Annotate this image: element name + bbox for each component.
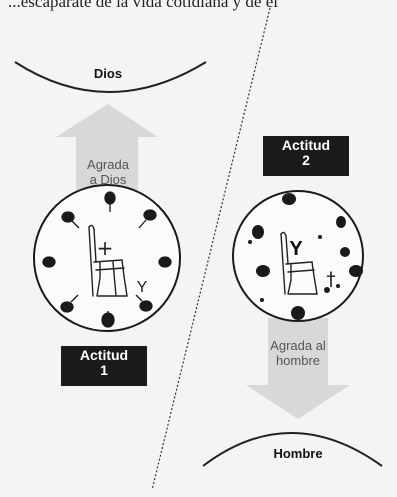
up-arrow-text: Agrada a Dios (66, 157, 150, 187)
down-arrow (246, 318, 350, 419)
down-arrow-text-line-2: hombre (256, 353, 340, 368)
up-arrow-text-line-2: a Dios (66, 172, 150, 187)
right-cross-symbol: † (321, 268, 341, 290)
dios-label: Dios (78, 66, 138, 81)
actitud-2-badge: Actitud 2 (263, 136, 349, 176)
hombre-label: Hombre (262, 446, 334, 461)
actitud-1-badge-number: 1 (61, 363, 147, 378)
actitud-2-badge-line-1: Actitud (263, 138, 349, 153)
down-arrow-text: Agrada al hombre (256, 338, 340, 368)
down-arrow-text-line-1: Agrada al (256, 338, 340, 353)
actitud-1-badge-line-1: Actitud (61, 348, 147, 363)
actitud-2-badge-number: 2 (263, 153, 349, 168)
actitud-1-badge: Actitud 1 (61, 346, 147, 386)
right-y-symbol: Y (286, 238, 306, 261)
left-cross-symbol: + (95, 236, 115, 260)
up-arrow-text-line-1: Agrada (66, 157, 150, 172)
left-y-symbol: Y (133, 279, 151, 297)
